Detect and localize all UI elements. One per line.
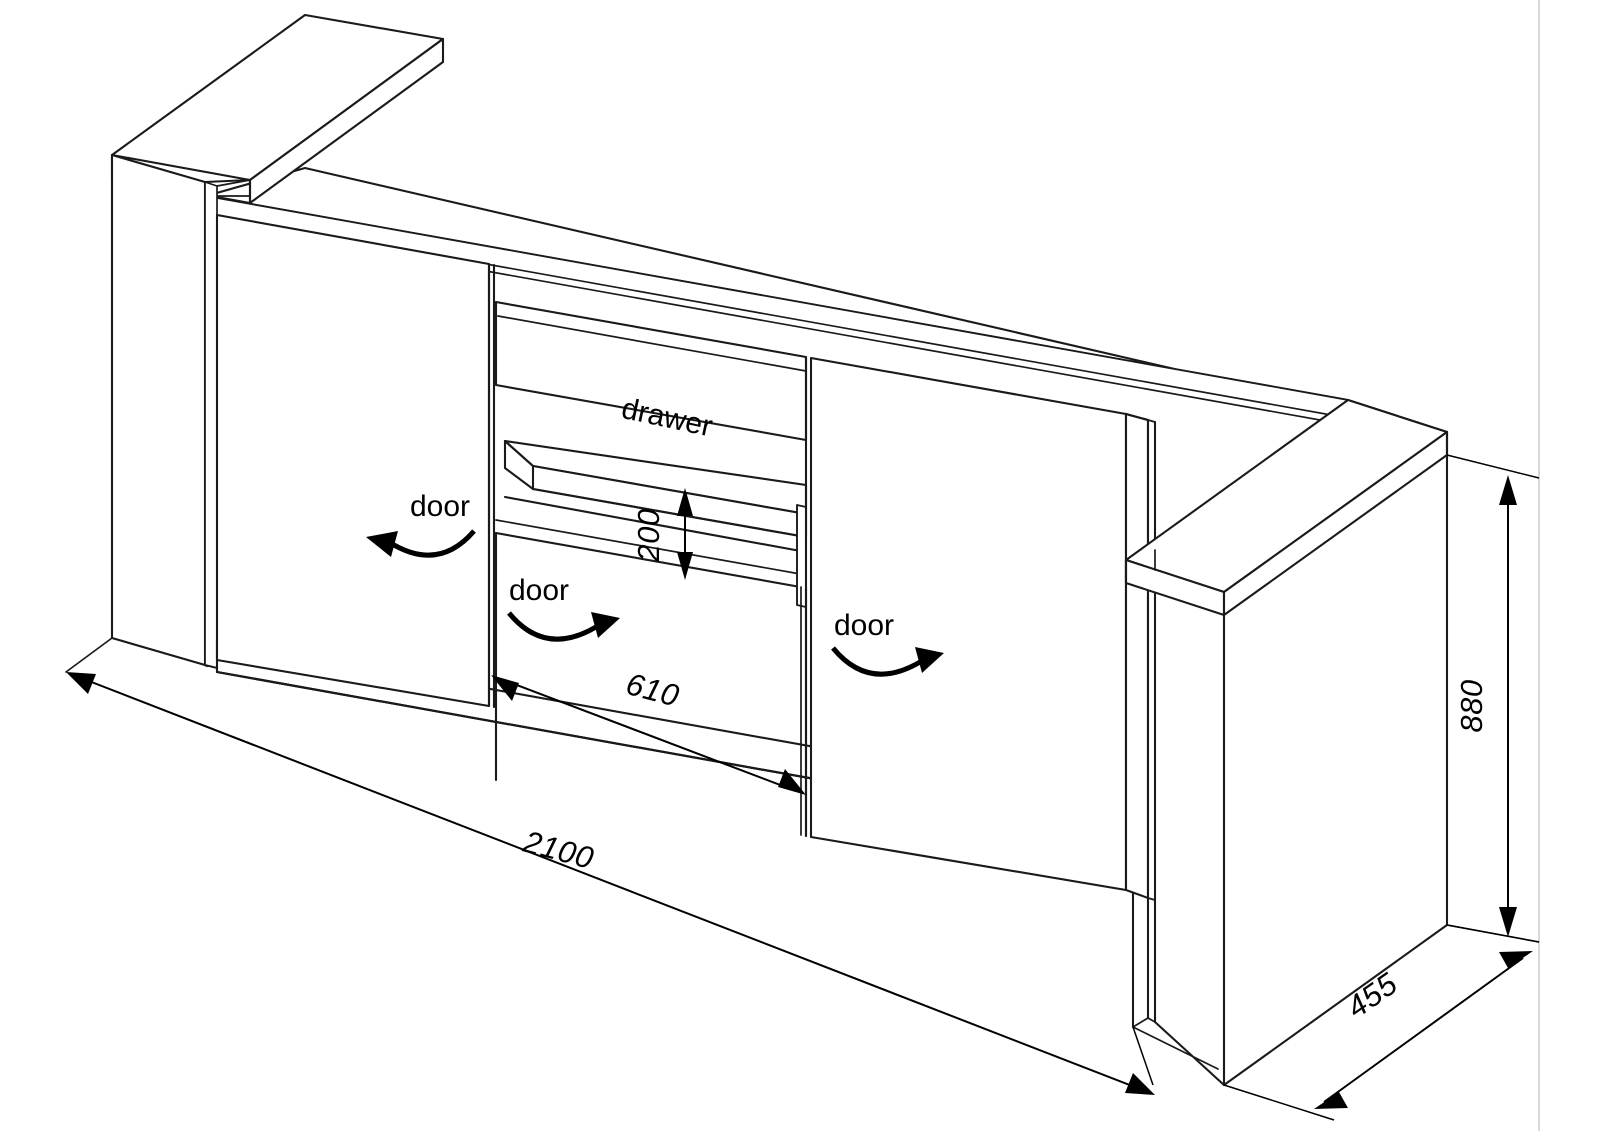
door-label-right: door: [834, 609, 894, 642]
right-top-plank: [1124, 398, 1449, 617]
right-side-wall: [1153, 453, 1449, 1087]
swing-arc-center-icon: [507, 611, 598, 642]
swing-indicator-right-door: door: [831, 609, 944, 677]
swing-indicator-left-door: door: [366, 490, 476, 558]
swing-indicator-center-door: door: [507, 574, 620, 642]
dimension-drawer-label: 200: [631, 508, 666, 562]
swing-arrowhead-center-icon: [591, 612, 620, 638]
dimension-height-880: 880: [1446, 454, 1540, 943]
swing-arc-right-icon: [831, 646, 922, 677]
right-base-edges: [1132, 1017, 1156, 1028]
center-bay-left-divider: [487, 262, 496, 709]
dimension-bay-610: 610: [491, 666, 806, 795]
dimension-height-label: 880: [1454, 679, 1489, 732]
door-label-left: door: [410, 490, 470, 523]
door-panel-left[interactable]: [215, 213, 495, 708]
swing-arrowhead-left-icon: [366, 531, 398, 557]
dimension-drawer-200: 200: [631, 488, 693, 580]
swing-arc-left-icon: [387, 529, 476, 558]
door-label-center: door: [509, 574, 569, 607]
drawer-box-open: [494, 439, 808, 590]
swing-arrowhead-right-icon: [915, 647, 944, 673]
